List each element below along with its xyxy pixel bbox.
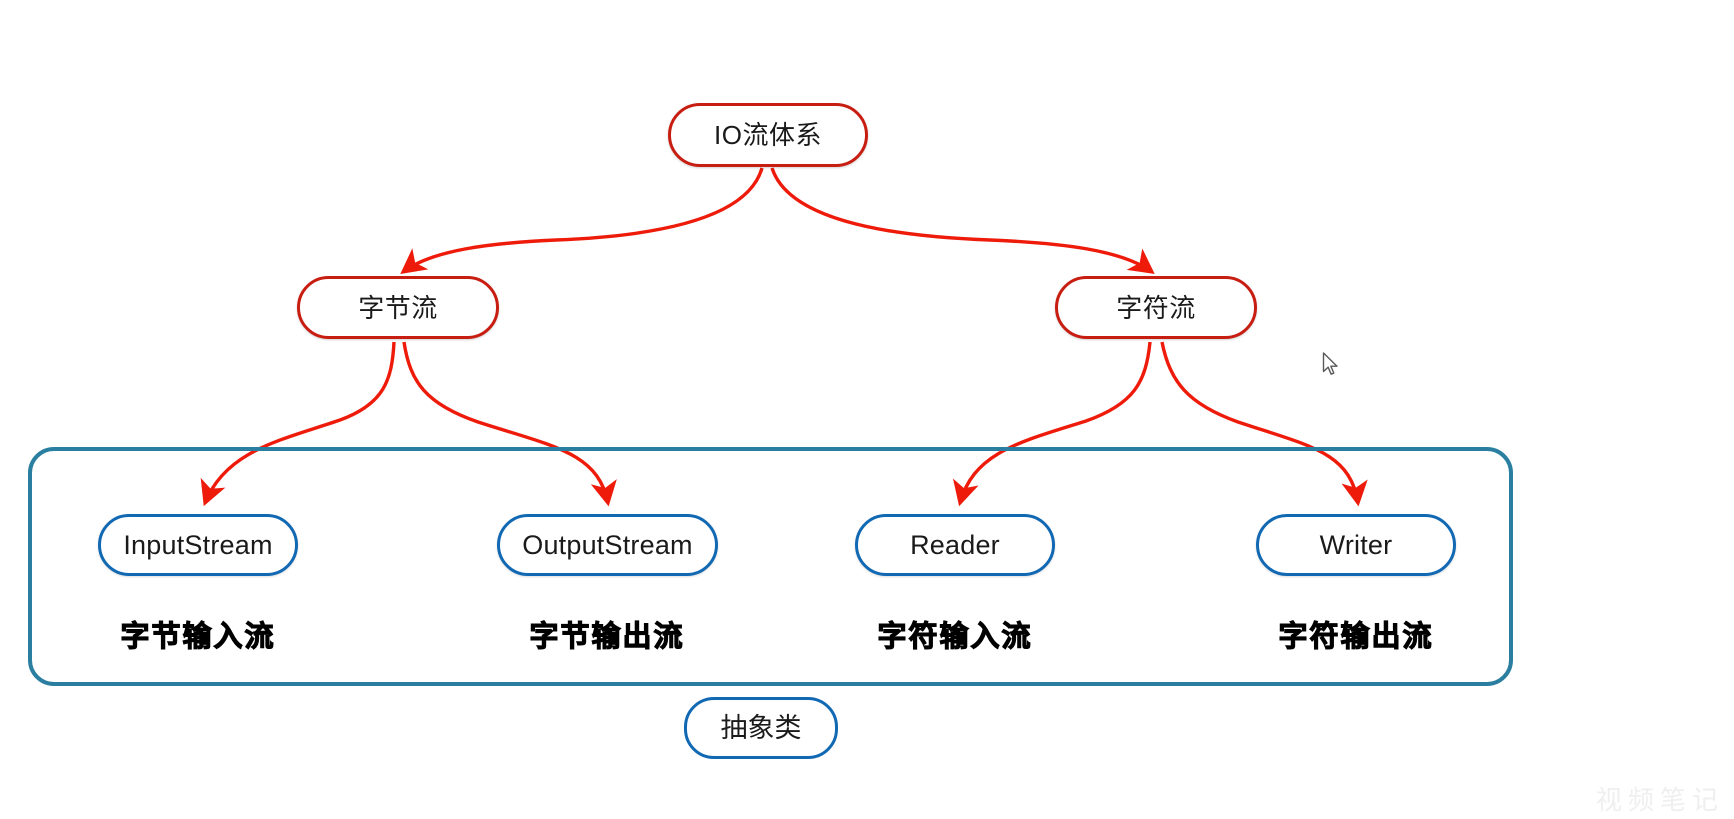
node-char-stream[interactable]: 字符流 bbox=[1055, 276, 1257, 339]
node-char-stream-label: 字符流 bbox=[1116, 292, 1196, 323]
caption-outputstream: 字节输出流 bbox=[529, 618, 685, 653]
node-io-stream-system-label: IO流体系 bbox=[714, 120, 822, 150]
abstract-class-group-container bbox=[28, 447, 1513, 686]
node-byte-stream[interactable]: 字节流 bbox=[297, 276, 499, 339]
node-outputstream[interactable]: OutputStream bbox=[497, 514, 718, 576]
legend-abstract-class[interactable]: 抽象类 bbox=[684, 697, 838, 759]
node-byte-stream-label: 字节流 bbox=[358, 292, 438, 323]
caption-inputstream: 字节输入流 bbox=[120, 618, 276, 653]
watermark-text: 视频笔记 bbox=[1595, 786, 1724, 816]
node-io-stream-system[interactable]: IO流体系 bbox=[668, 103, 868, 167]
edge-root-to-char-stream bbox=[770, 167, 1155, 275]
node-inputstream-label: InputStream bbox=[123, 529, 273, 560]
edge-root-to-byte-stream bbox=[400, 167, 764, 275]
mouse-cursor-icon bbox=[1322, 352, 1338, 375]
legend-abstract-class-label: 抽象类 bbox=[720, 712, 802, 743]
node-inputstream[interactable]: InputStream bbox=[98, 514, 298, 576]
caption-reader: 字符输入流 bbox=[877, 618, 1033, 653]
node-writer-label: Writer bbox=[1319, 529, 1393, 560]
node-reader-label: Reader bbox=[910, 529, 1000, 560]
node-writer[interactable]: Writer bbox=[1256, 514, 1456, 576]
node-reader[interactable]: Reader bbox=[855, 514, 1055, 576]
caption-writer: 字符输出流 bbox=[1278, 618, 1434, 653]
node-outputstream-label: OutputStream bbox=[522, 529, 693, 560]
